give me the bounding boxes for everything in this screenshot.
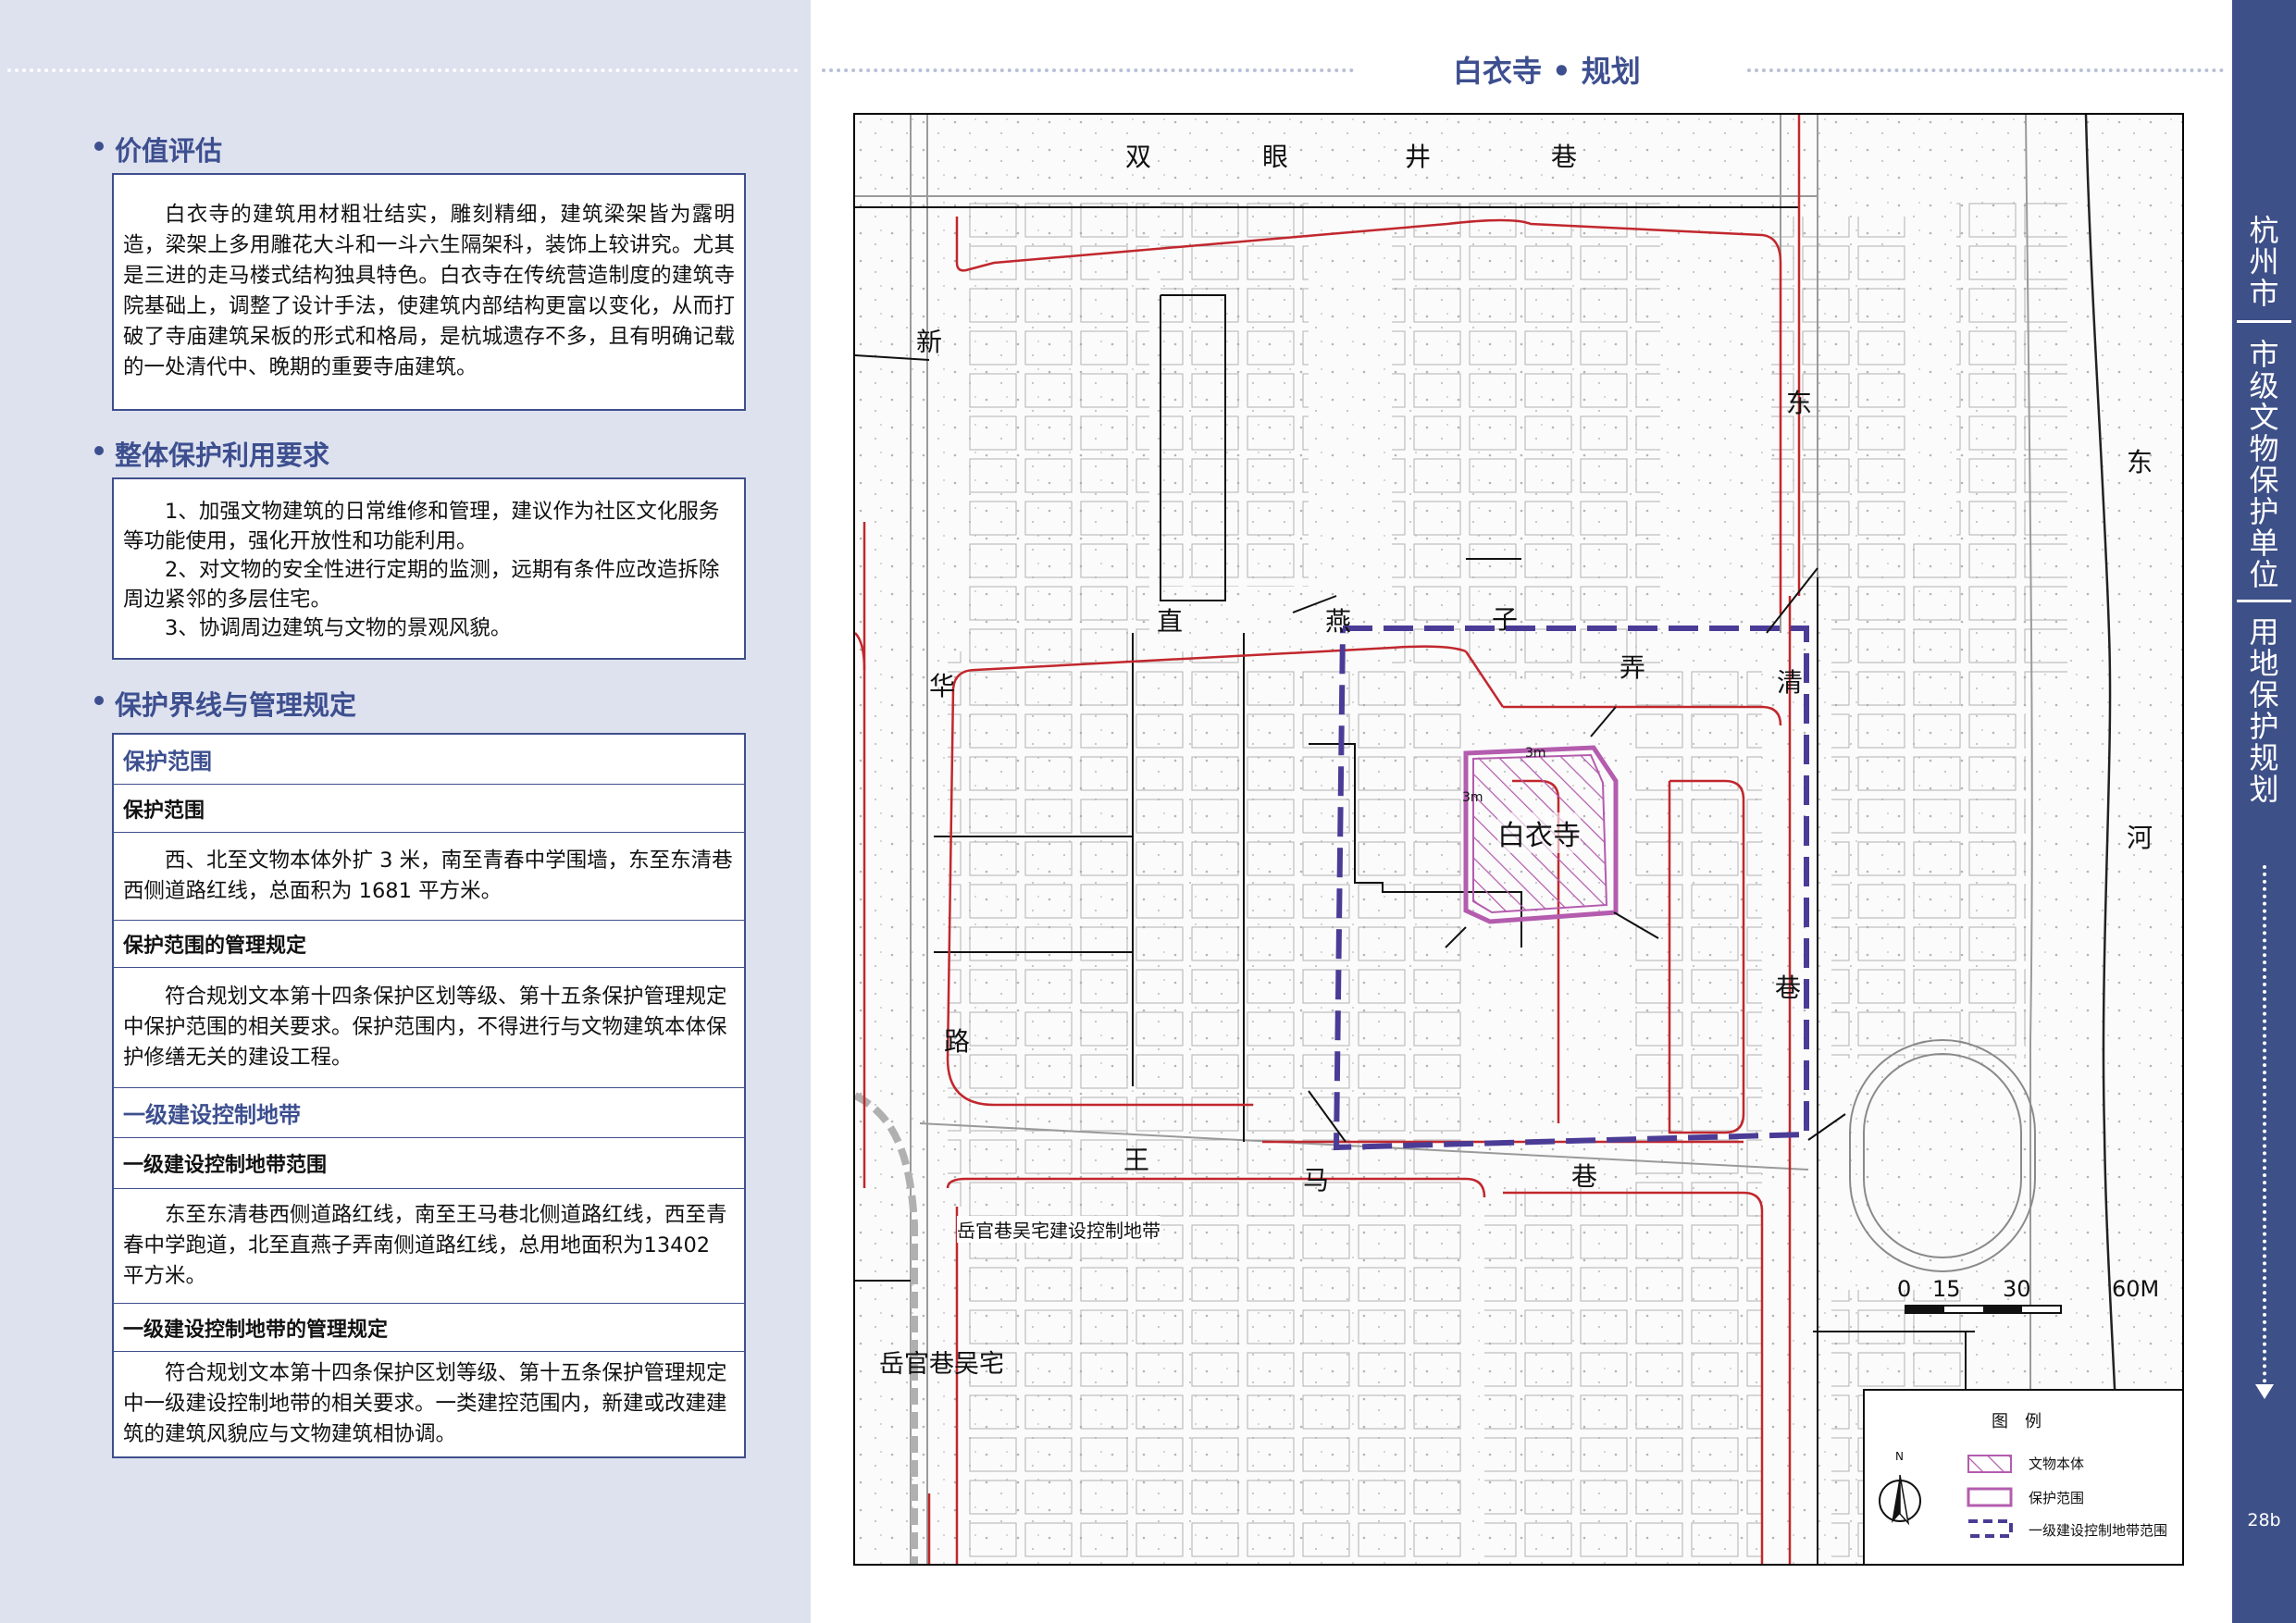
protection-zone-scope-label: 保护范围	[114, 785, 744, 833]
text-panel: 价值评估 白衣寺的建筑用材粗壮结实，雕刻精细，建筑梁架皆为露明造，梁架上多用雕花…	[0, 0, 811, 1623]
protection-zone-scope-text: 西、北至文物本体外扩 3 米，南至青春中学围墙，东至东清巷西侧道路红线，总面积为…	[114, 833, 744, 921]
control-zone-boundary	[1333, 626, 1809, 1151]
protection-range-boundary	[1463, 745, 1619, 924]
sidebar-subject: 用地保护规划	[2249, 614, 2279, 807]
legend-item-control: 一级建设控制地带范围	[2029, 1522, 2168, 1539]
street-label-donghe-2: 河	[2127, 823, 2153, 853]
scale-tick-30: 30	[2003, 1276, 2031, 1302]
legend-title: 图 例	[1992, 1412, 2042, 1431]
value-assessment-heading: 价值评估	[93, 130, 222, 168]
boundaries-table: 保护范围 保护范围 西、北至文物本体外扩 3 米，南至青春中学围墙，东至东清巷西…	[112, 733, 746, 1458]
control-zone-rules-text: 符合规划文本第十四条保护区划等级、第十五条保护管理规定中一级建设控制地带的相关要…	[123, 1361, 727, 1446]
boundaries-heading: 保护界线与管理规定	[93, 684, 356, 723]
offset-label-top: 3m	[1525, 746, 1546, 761]
sidebar-separator	[2237, 320, 2291, 323]
control-zone-title: 一级建设控制地带	[114, 1088, 744, 1138]
legend-item-heritage: 文物本体	[2029, 1456, 2085, 1472]
protection-zone-rules-label: 保护范围的管理规定	[114, 921, 744, 968]
control-zone-scope-text: 东至东清巷西侧道路红线，南至王马巷北侧道路红线，西至青春中学跑道，北至直燕子弄南…	[114, 1189, 744, 1304]
street-label-shuangyanjing-4: 巷	[1551, 142, 1578, 172]
street-label-zhiyanzi-2: 燕	[1325, 606, 1352, 637]
sidebar-city: 杭州市	[2249, 213, 2279, 311]
sidebar-dotted-line	[2263, 865, 2266, 1383]
page-title: 白衣寺 • 规划	[1453, 54, 1641, 89]
offset-label-left: 3m	[1462, 790, 1483, 805]
nearby-zone-label: 岳官巷吴宅建设控制地带	[957, 1216, 1160, 1243]
site-plan-drawing	[855, 115, 2182, 1564]
down-arrow-icon	[2255, 1384, 2274, 1399]
protection-requirements-text: 1、加强文物建筑的日常维修和管理，建议作为社区文化服务等功能使用，强化开放性和功…	[123, 500, 720, 640]
river-bank	[2084, 115, 2123, 1564]
sidebar-category: 市级文物保护单位	[2249, 337, 2279, 592]
street-label-zhiyanzi-1: 直	[1157, 606, 1184, 637]
protection-zone-rules-text: 符合规划文本第十四条保护区划等级、第十五条保护管理规定中保护范围的相关要求。保护…	[114, 968, 744, 1088]
value-assessment-text: 白衣寺的建筑用材粗壮结实，雕刻精细，建筑梁架皆为露明造，梁架上多用雕花大斗和一斗…	[123, 203, 735, 379]
legend-control-swatch	[1968, 1519, 2013, 1538]
street-label-zhiyanzi-4: 弄	[1620, 652, 1646, 683]
running-track	[1849, 1039, 2036, 1272]
site-label: 白衣寺	[1497, 812, 1581, 853]
street-label-xinhua-2: 华	[929, 671, 956, 701]
control-zone-scope-label: 一级建设控制地带范围	[114, 1138, 744, 1189]
protection-zone-title: 保护范围	[114, 735, 744, 785]
protection-requirements-heading: 整体保护利用要求	[93, 434, 329, 473]
value-assessment-box: 白衣寺的建筑用材粗壮结实，雕刻精细，建筑梁架皆为露明造，梁架上多用雕花大斗和一斗…	[112, 173, 746, 411]
street-label-wangma-1: 王	[1123, 1145, 1150, 1175]
scale-bar	[1905, 1305, 2062, 1314]
sidebar-separator	[2237, 600, 2291, 602]
legend-north-label: N	[1895, 1450, 1904, 1463]
scale-tick-0: 0	[1897, 1276, 1912, 1302]
street-label-zhiyanzi-3: 子	[1492, 604, 1519, 635]
control-zone-rules-label: 一级建设控制地带的管理规定	[114, 1304, 744, 1352]
street-label-donghe-1: 东	[2127, 447, 2153, 477]
right-sidebar: 杭州市 市级文物保护单位 用地保护规划	[2232, 0, 2296, 1623]
scale-tick-60m: 60M	[2112, 1276, 2160, 1302]
street-label-shuangyanjing-2: 眼	[1262, 142, 1289, 172]
north-arrow-icon	[1879, 1474, 1921, 1526]
street-label-xinhua-3: 路	[944, 1026, 971, 1057]
leader-lines	[1292, 567, 1846, 1143]
legend-protection-swatch	[1967, 1487, 2013, 1507]
street-label-dongqing-2: 清	[1777, 667, 1804, 698]
dotted-divider	[7, 68, 799, 72]
map-labels: 双 眼 井 巷 新 华 路 直 燕 子 弄 东 清 巷 王 马 巷 东 河 白衣…	[855, 115, 2182, 1564]
scale-tick-15: 15	[1932, 1276, 1961, 1302]
legend-heritage-swatch	[1967, 1455, 2012, 1473]
street-label-dongqing-1: 东	[1786, 388, 1813, 418]
legend-item-protection: 保护范围	[2029, 1490, 2085, 1506]
title-rule-left	[822, 68, 1354, 72]
legend-box	[1863, 1389, 2182, 1564]
nearby-site-label: 岳官巷吴宅	[879, 1350, 1004, 1379]
page-number: 28b	[2247, 1510, 2281, 1530]
title-rule-right	[1747, 68, 2224, 72]
street-label-wangma-3: 巷	[1571, 1161, 1598, 1192]
street-label-wangma-2: 马	[1303, 1165, 1330, 1196]
street-label-shuangyanjing-1: 双	[1125, 142, 1152, 172]
protection-requirements-box: 1、加强文物建筑的日常维修和管理，建议作为社区文化服务等功能使用，强化开放性和功…	[112, 477, 746, 660]
site-plan-map: 双 眼 井 巷 新 华 路 直 燕 子 弄 东 清 巷 王 马 巷 东 河 白衣…	[853, 113, 2184, 1566]
street-label-xinhua-1: 新	[916, 327, 943, 357]
rail-line	[855, 1092, 918, 1564]
street-label-dongqing-3: 巷	[1775, 973, 1802, 1003]
street-label-shuangyanjing-3: 井	[1405, 142, 1432, 172]
